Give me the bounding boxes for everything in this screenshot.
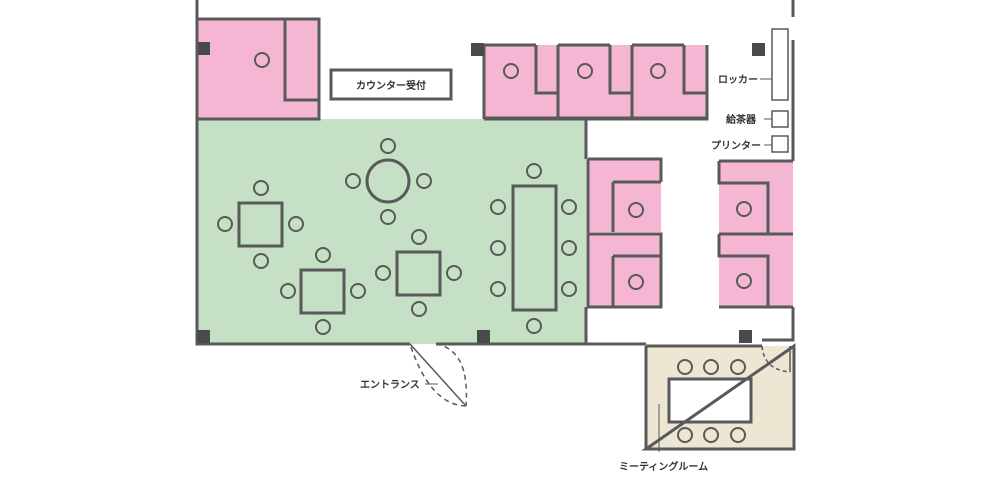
round-table xyxy=(365,158,411,204)
chair xyxy=(730,359,746,375)
chair xyxy=(380,209,396,225)
meeting-label: ミーティングルーム xyxy=(619,460,708,473)
chair xyxy=(490,199,506,215)
chair xyxy=(736,273,752,289)
chair xyxy=(561,240,577,256)
chair xyxy=(703,427,719,443)
chair xyxy=(577,63,593,79)
outer-walls xyxy=(195,0,795,346)
chair xyxy=(446,265,462,281)
meeting-door-swing xyxy=(761,345,791,373)
chair xyxy=(561,281,577,297)
chair xyxy=(280,283,296,299)
pillar xyxy=(752,43,765,56)
chair xyxy=(650,63,666,79)
locker-label: ロッカー xyxy=(718,74,758,86)
chair xyxy=(703,359,719,375)
chair xyxy=(526,318,542,334)
booth-right-2 xyxy=(719,234,793,307)
chair xyxy=(490,240,506,256)
booth-right-walls xyxy=(717,159,793,307)
booth-top-2 xyxy=(558,45,632,118)
chair xyxy=(628,274,644,290)
table xyxy=(299,268,346,315)
pillar xyxy=(471,43,484,56)
chair xyxy=(736,201,752,217)
long-table xyxy=(511,184,558,312)
chair xyxy=(503,63,519,79)
table xyxy=(237,201,284,248)
chair xyxy=(253,180,269,196)
entrance-door-leaf xyxy=(409,343,467,407)
chair xyxy=(416,173,432,189)
chair xyxy=(288,216,304,232)
chair xyxy=(315,319,331,335)
chair xyxy=(380,138,396,154)
counter-label: カウンター受付 xyxy=(356,79,426,92)
locker xyxy=(771,28,789,101)
tea-label: 給茶器 xyxy=(726,113,757,126)
booth-top-3 xyxy=(632,45,707,118)
lounge-area xyxy=(197,119,586,344)
table xyxy=(395,250,442,297)
printer-label: プリンター xyxy=(711,139,761,152)
chair xyxy=(411,301,427,317)
tea-server xyxy=(771,110,789,128)
chair xyxy=(254,52,270,68)
meeting-room-walls xyxy=(641,343,796,451)
chair xyxy=(677,427,693,443)
counter-reception xyxy=(329,68,453,101)
entrance-door-swing xyxy=(409,343,467,407)
chair xyxy=(526,163,542,179)
chair xyxy=(561,199,577,215)
printer xyxy=(771,135,789,153)
chair xyxy=(345,173,361,189)
chair xyxy=(628,202,644,218)
chair xyxy=(411,229,427,245)
booth-mid-2 xyxy=(588,234,661,307)
pillar xyxy=(477,330,490,343)
entrance-label: エントランス xyxy=(360,379,420,391)
chair xyxy=(677,359,693,375)
chair xyxy=(490,281,506,297)
booth-right-1 xyxy=(719,161,793,233)
chair xyxy=(350,283,366,299)
booth-mid-1 xyxy=(588,159,661,232)
pillar xyxy=(197,330,210,343)
booth-top-1 xyxy=(484,45,558,118)
chair xyxy=(253,253,269,269)
pillar xyxy=(197,42,210,55)
chair xyxy=(375,265,391,281)
pillar xyxy=(739,330,752,343)
chair xyxy=(730,427,746,443)
chair xyxy=(315,247,331,263)
chair xyxy=(217,216,233,232)
top-left-office xyxy=(197,19,319,119)
entrance-door-swing-outer xyxy=(435,343,468,407)
